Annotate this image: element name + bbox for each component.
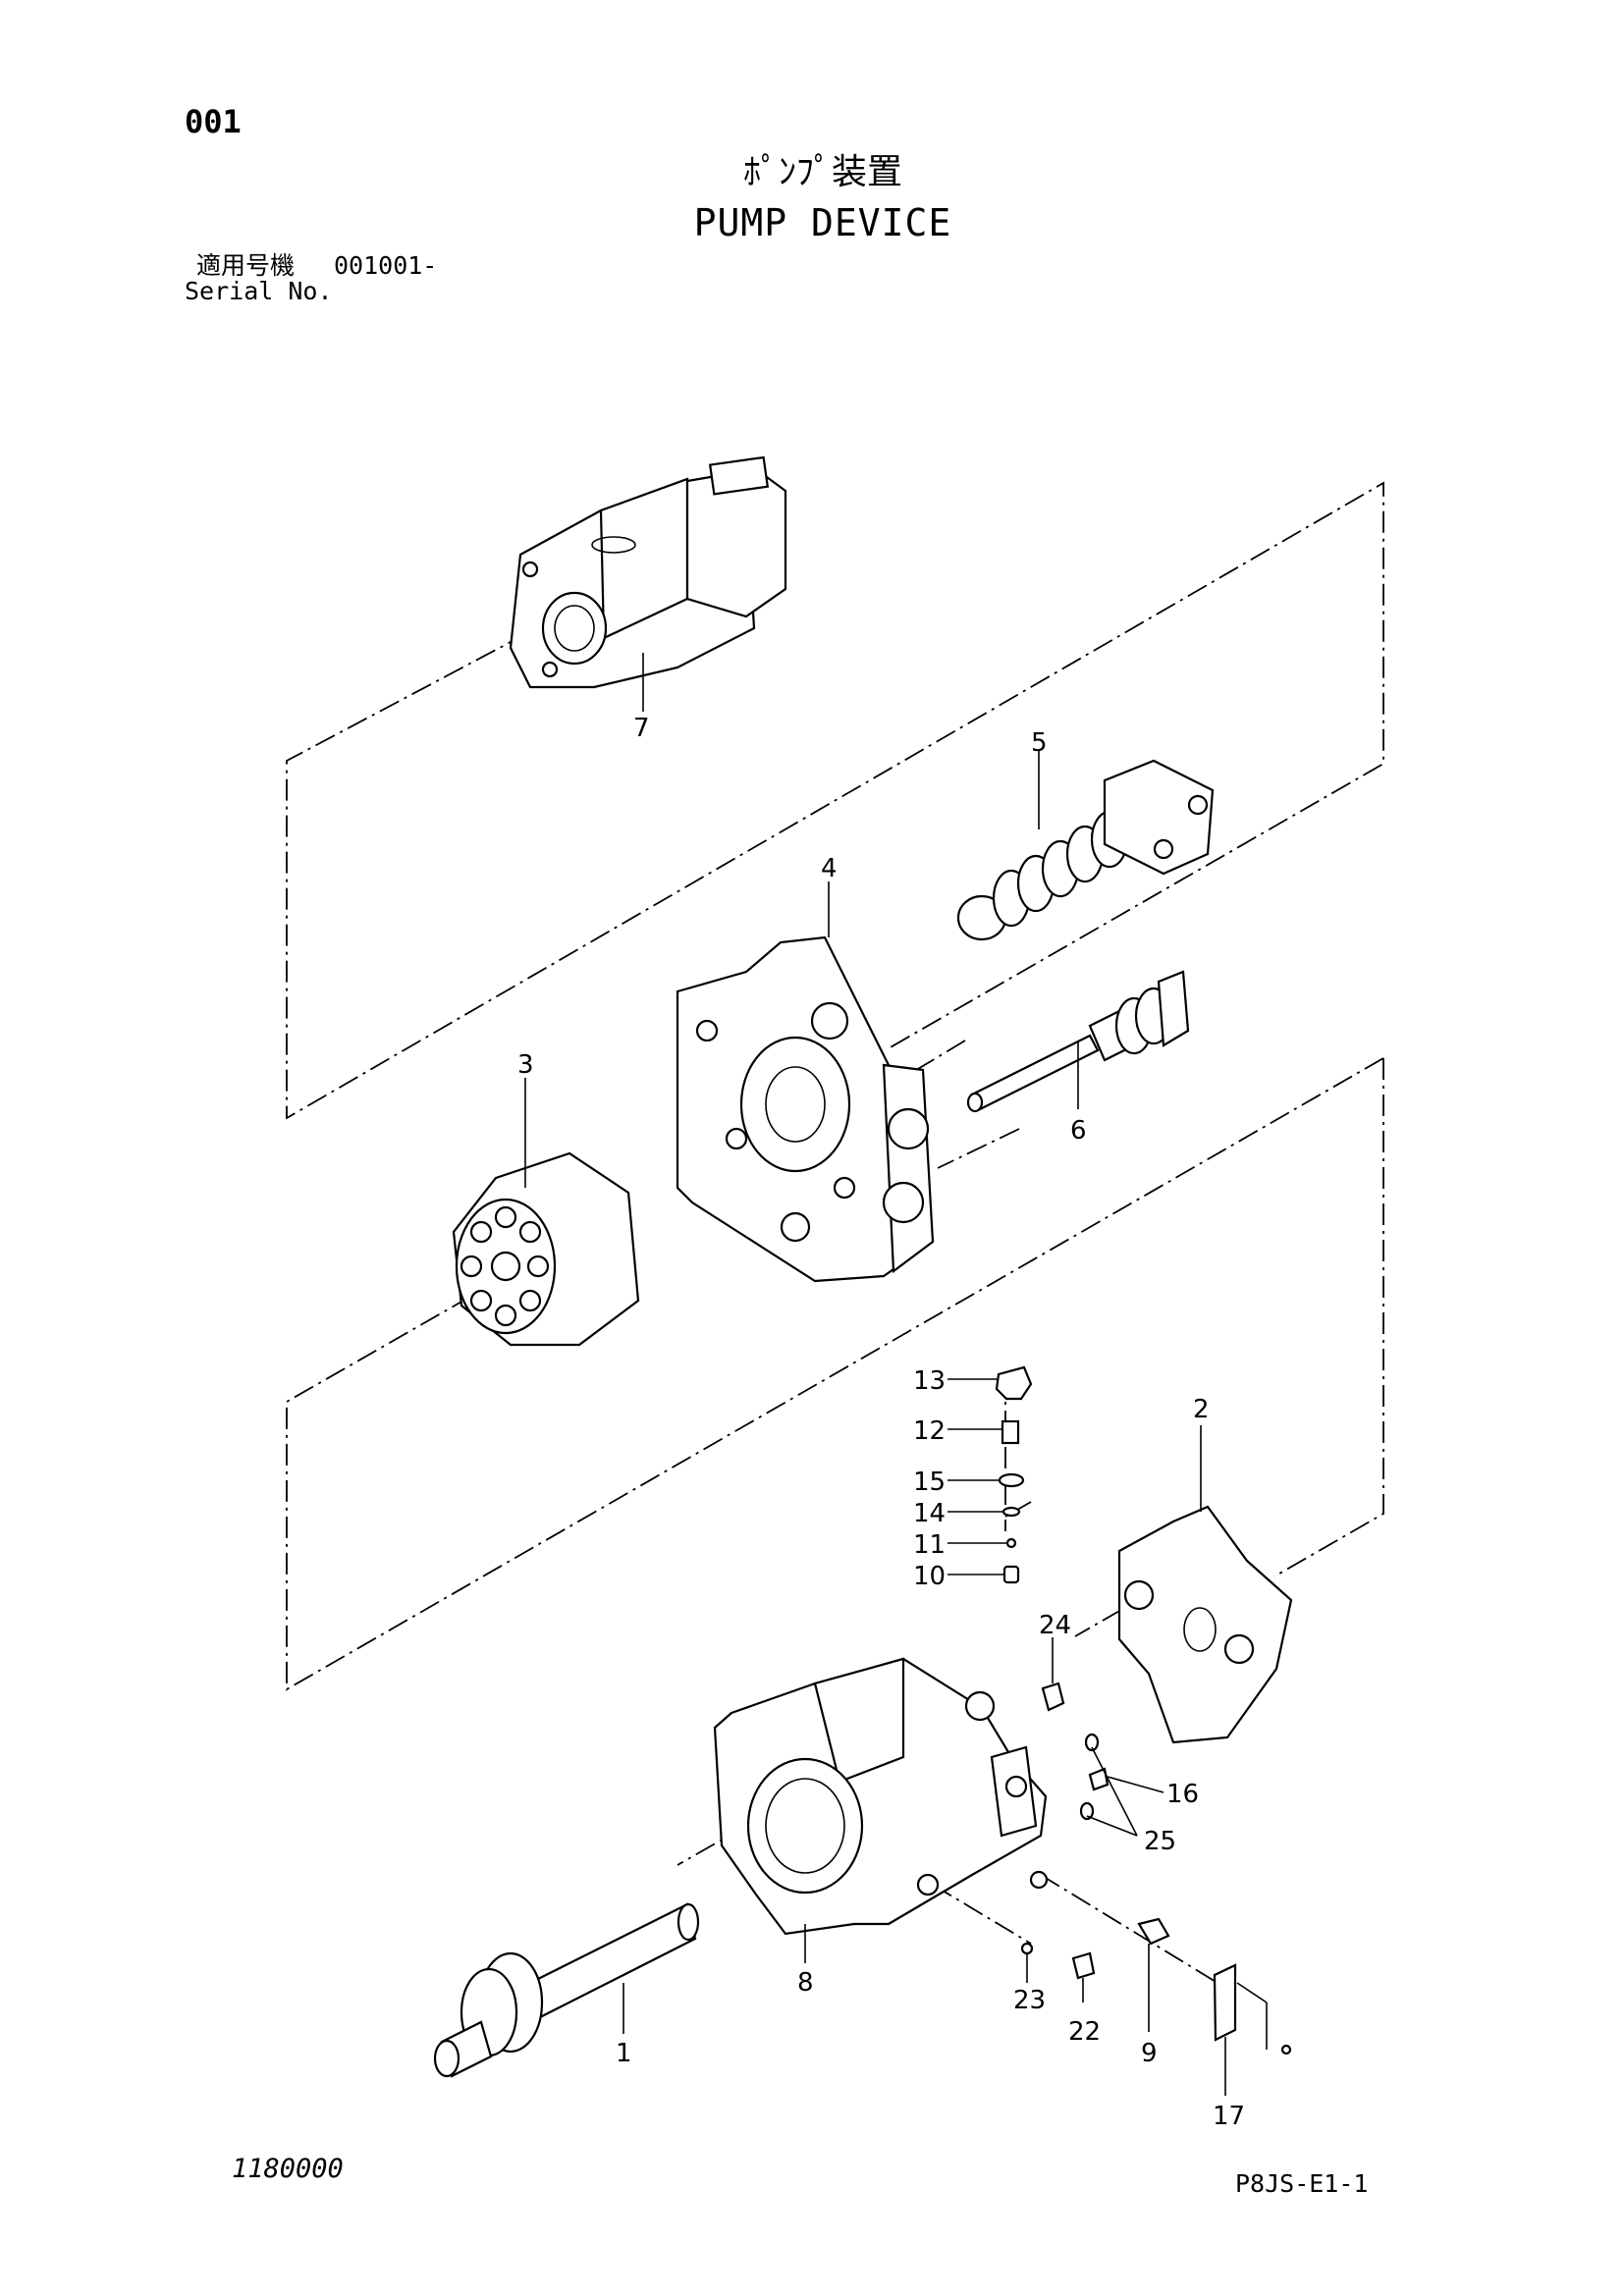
- callout-13: 13: [913, 1366, 946, 1396]
- callout-1: 1: [616, 2039, 632, 2068]
- callout-24: 24: [1039, 1611, 1071, 1640]
- part-6-shaft: [966, 970, 1190, 1113]
- page-title-japanese: ﾎﾟﾝﾌﾟ装置: [742, 152, 902, 192]
- part-5-spring-assembly: [956, 759, 1215, 941]
- part-7-pump-unit: [509, 455, 787, 689]
- callout-3: 3: [517, 1050, 534, 1080]
- sheet-code: P8JS-E1-1: [1235, 2169, 1369, 2198]
- callout-12: 12: [913, 1416, 946, 1446]
- callout-8: 8: [797, 1968, 814, 1998]
- callout-22: 22: [1068, 2017, 1101, 2047]
- serial-number-value: 001001-: [334, 251, 438, 280]
- callout-23: 23: [1013, 1986, 1046, 2015]
- callout-14: 14: [913, 1499, 946, 1528]
- callout-15: 15: [913, 1468, 946, 1497]
- callout-10: 10: [913, 1562, 946, 1591]
- callout-4: 4: [821, 854, 838, 883]
- part-3-cylinder-block: [452, 1151, 640, 1347]
- part-4-housing: [676, 935, 935, 1283]
- callout-6: 6: [1070, 1116, 1087, 1146]
- serial-label-japanese: 適用号機: [196, 251, 296, 280]
- small-fittings: [1020, 1682, 1292, 2056]
- callout-9: 9: [1141, 2039, 1158, 2068]
- parts-stack-plugs-rings: [995, 1365, 1033, 1584]
- callout-7: 7: [633, 714, 650, 743]
- part-8-main-housing: [713, 1657, 1049, 1936]
- part-2-bracket: [1117, 1505, 1293, 1744]
- page-title-english: PUMP DEVICE: [693, 201, 952, 244]
- callout-17: 17: [1213, 2102, 1245, 2131]
- callout-2: 2: [1193, 1395, 1210, 1424]
- callout-16: 16: [1166, 1780, 1199, 1809]
- serial-label-english: Serial No.: [185, 277, 333, 305]
- leader-lines: [524, 653, 1226, 2096]
- part-1-drive-shaft: [433, 1902, 700, 2078]
- drawing-number: 1180000: [232, 2154, 344, 2184]
- callout-25: 25: [1144, 1827, 1176, 1856]
- callout-5: 5: [1031, 728, 1048, 758]
- page-number: 001: [185, 103, 242, 140]
- callout-11: 11: [913, 1530, 946, 1560]
